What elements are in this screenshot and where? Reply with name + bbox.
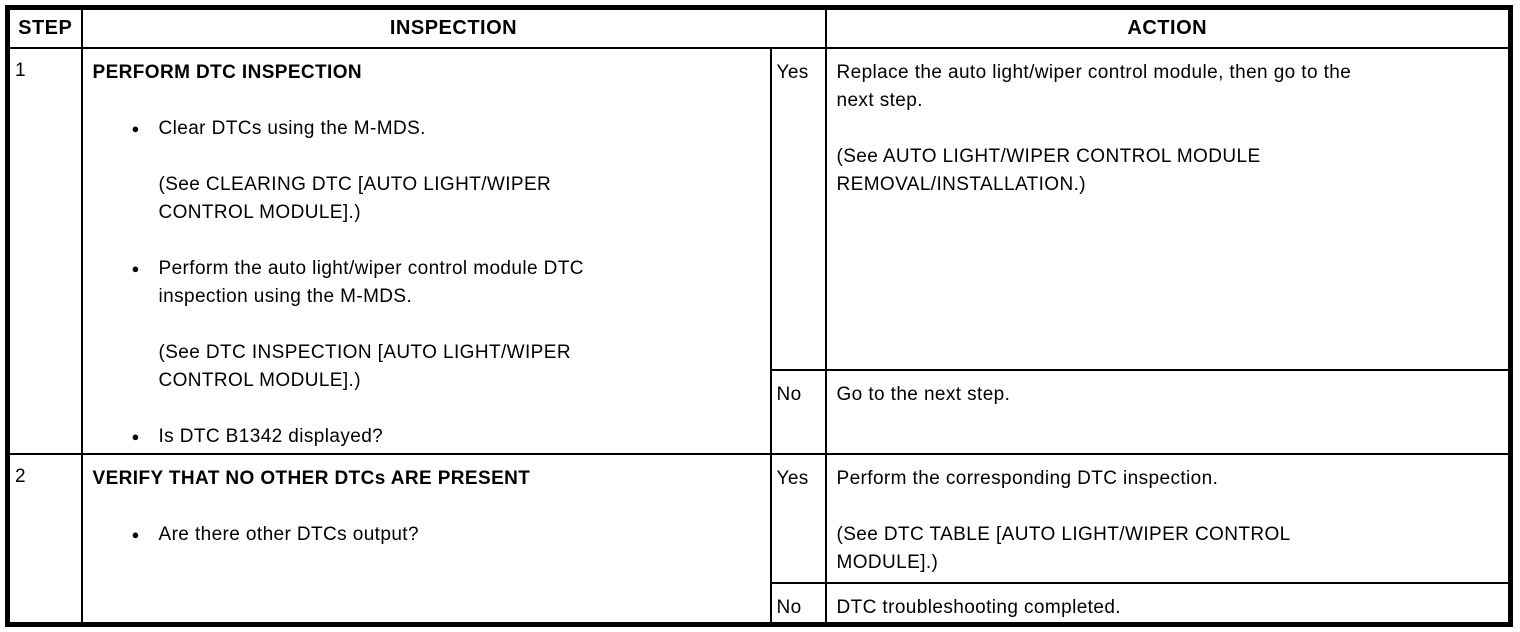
table-row: No DTC troubleshooting completed. xyxy=(8,581,1512,626)
reference-text: (See CLEARING DTC [AUTO LIGHT/WIPER CONT… xyxy=(158,173,552,223)
reference-text: (See DTC INSPECTION [AUTO LIGHT/WIPER CO… xyxy=(158,341,571,391)
no-label-cell: No xyxy=(769,368,827,455)
action-cell: Replace the auto light/wiper control mod… xyxy=(824,46,1512,371)
action-paragraph: Replace the auto light/wiper control mod… xyxy=(836,61,1352,111)
action-cell: Perform the corresponding DTC inspection… xyxy=(824,452,1512,584)
bullet-item: ● Perform the auto light/wiper control m… xyxy=(93,255,762,311)
action-paragraph: DTC troubleshooting completed. xyxy=(836,596,1121,618)
action-paragraph: (See AUTO LIGHT/WIPER CONTROL MODULE REM… xyxy=(836,145,1261,195)
bullet-text: Perform the auto light/wiper control mod… xyxy=(158,257,584,307)
no-label-cell: No xyxy=(769,581,827,626)
table-row: No Go to the next step. xyxy=(8,368,1512,455)
yes-label-cell: Yes xyxy=(769,452,827,584)
bullet-text: Are there other DTCs output? xyxy=(158,523,419,545)
bullet-item: ● Clear DTCs using the M-MDS. xyxy=(93,115,762,143)
step-number: 2 xyxy=(6,452,83,626)
action-cell: Go to the next step. xyxy=(824,368,1512,455)
bullet-icon: ● xyxy=(131,260,140,276)
column-header-step: STEP xyxy=(6,6,83,49)
yes-label-cell: Yes xyxy=(769,46,827,371)
table-row: 2 VERIFY THAT NO OTHER DTCs ARE PRESENT … xyxy=(6,452,1512,626)
inspection-cell: VERIFY THAT NO OTHER DTCs ARE PRESENT ● … xyxy=(80,452,772,626)
inspection-title: VERIFY THAT NO OTHER DTCs ARE PRESENT xyxy=(92,467,531,489)
inspection-cell: PERFORM DTC INSPECTION ● Clear DTCs usin… xyxy=(80,46,772,455)
table-row: 1 PERFORM DTC INSPECTION ● Clear DTCs us… xyxy=(6,46,1512,455)
troubleshooting-table: STEP INSPECTION ACTION 1 PERFORM DTC INS… xyxy=(5,5,1513,627)
action-paragraph: (See DTC TABLE [AUTO LIGHT/WIPER CONTROL… xyxy=(836,523,1291,573)
bullet-icon: ● xyxy=(131,120,140,136)
bullet-icon: ● xyxy=(131,428,140,444)
bullet-item: ● Is DTC B1342 displayed? xyxy=(93,423,762,451)
step-number: 1 xyxy=(6,46,83,455)
bullet-text: Is DTC B1342 displayed? xyxy=(158,425,384,447)
action-paragraph: Perform the corresponding DTC inspection… xyxy=(836,467,1219,489)
reference-note: (See CLEARING DTC [AUTO LIGHT/WIPER CONT… xyxy=(159,171,762,227)
column-header-action: ACTION xyxy=(824,6,1512,49)
reference-note: (See DTC INSPECTION [AUTO LIGHT/WIPER CO… xyxy=(159,339,762,395)
bullet-item: ● Are there other DTCs output? xyxy=(93,521,762,549)
column-header-inspection: INSPECTION xyxy=(80,6,827,49)
action-paragraph: Go to the next step. xyxy=(836,383,1011,405)
bullet-text: Clear DTCs using the M-MDS. xyxy=(158,117,426,139)
table-header-row: STEP INSPECTION ACTION xyxy=(6,6,1512,49)
bullet-icon: ● xyxy=(131,526,140,542)
inspection-title: PERFORM DTC INSPECTION xyxy=(92,61,363,83)
action-cell: DTC troubleshooting completed. xyxy=(824,581,1512,626)
